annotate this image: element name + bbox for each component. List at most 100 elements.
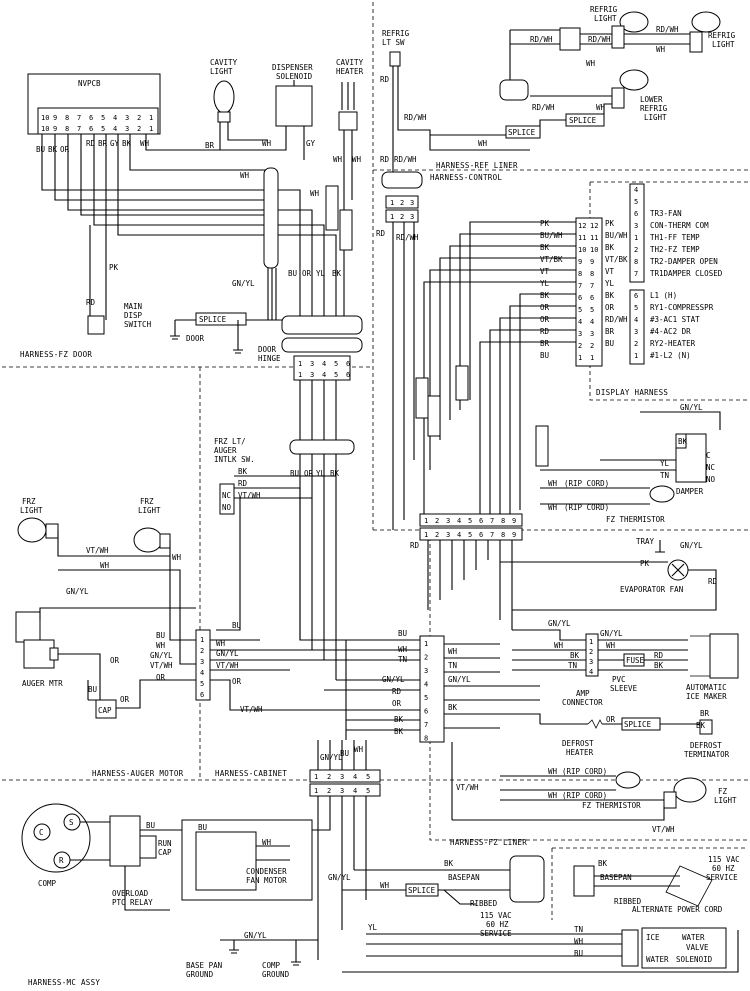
section-label-mc-assy: HARNESS-MC ASSY bbox=[28, 978, 100, 987]
nvpcb-pin-label: 7 bbox=[77, 114, 81, 122]
frz-light-b-label-1: FRZ bbox=[140, 497, 154, 506]
wire-label-or-auger2: OR bbox=[120, 695, 130, 704]
wire-label-or-cab3: OR bbox=[232, 677, 242, 686]
wire-label-or-cab2: OR bbox=[156, 673, 166, 682]
wire-label-bu-auger: BU bbox=[88, 685, 97, 694]
rip-cord-label-2: (RIP CORD) bbox=[564, 503, 609, 512]
wire-label-vtwh-frz: VT/WH bbox=[86, 546, 109, 555]
nvpcb-pin-label: 9 bbox=[53, 114, 57, 122]
conn9-pin-label: 7 bbox=[490, 531, 494, 539]
mc-pin-label: 5 bbox=[366, 773, 370, 781]
control-pin-label: 3 bbox=[590, 330, 594, 338]
conn9-pin-label: 8 bbox=[501, 517, 505, 525]
wire-label-rd: RD bbox=[86, 139, 96, 148]
compressor: C S R COMP bbox=[21, 803, 110, 888]
display-function-label: CON-THERM COM bbox=[650, 221, 709, 230]
lower-refrig-label-2: REFRIG bbox=[640, 104, 668, 113]
cavity-heater: CAVITY HEATER WH WH bbox=[333, 58, 364, 200]
refrig-light-a: REFRIG LIGHT bbox=[590, 5, 649, 49]
wire-label-gnyl-fan: GN/YL bbox=[680, 541, 703, 550]
cab-pin-label: 5 bbox=[200, 680, 204, 688]
display-pin-label: 7 bbox=[634, 270, 638, 278]
wire-label-wh-cf: WH bbox=[262, 838, 272, 847]
comp-r-label: R bbox=[59, 856, 64, 865]
control-wire-label: VT/BK bbox=[540, 255, 563, 264]
pvc-label-2: SLEEVE bbox=[610, 684, 638, 693]
damper-label: DAMPER bbox=[676, 487, 704, 496]
display-function-label: TH1-FF TEMP bbox=[650, 233, 700, 242]
conn8-pin-label: 5 bbox=[424, 694, 428, 702]
display-pin-label: 6 bbox=[634, 210, 638, 218]
wire-label-pk-fan: PK bbox=[640, 559, 650, 568]
wire-label-bu-door: BU bbox=[288, 269, 297, 278]
wire-label-rd-fan: RD bbox=[708, 577, 718, 586]
condenser-fan: BU CONDENSER FAN MOTOR WH bbox=[181, 819, 313, 901]
lower-refrig-light: LOWER REFRIG LIGHT SPLICE SPLICE RD/WH W… bbox=[430, 69, 668, 148]
grounds: GN/YL BASE PAN GROUND COMP GROUND bbox=[186, 931, 318, 979]
door-label: DOOR bbox=[186, 334, 205, 343]
control-pin-label: 5 bbox=[590, 306, 594, 314]
service-cord: SPLICE WH BK BASEPAN RIBBED 115 VAC 60 H… bbox=[342, 855, 545, 938]
hinge-pin-label: 5 bbox=[334, 360, 338, 368]
wire-label-rd-ref: RD bbox=[380, 75, 390, 84]
conn9-pin-label: 4 bbox=[457, 517, 461, 525]
mc-pin-label: 4 bbox=[353, 787, 357, 795]
rip-cord-label-3: (RIP CORD) bbox=[562, 767, 607, 776]
control-pin-label: 12 bbox=[578, 222, 586, 230]
damper-com-label: C bbox=[706, 451, 711, 460]
wire-label-tn-damper: TN bbox=[660, 471, 669, 480]
defrost-heater: SPLICE OR DEFROST HEATER BR BK DEFROST T… bbox=[540, 709, 730, 759]
wire-label-rdwh-ref: RD/WH bbox=[404, 113, 427, 122]
alternate-power-cord: BK BASEPAN RIBBED 115 VAC 60 HZ SERVICE … bbox=[573, 855, 740, 914]
mc-pin-label: 3 bbox=[340, 773, 344, 781]
bulb-icon bbox=[213, 80, 235, 114]
alt-service-label-2: 60 HZ bbox=[712, 864, 735, 873]
nvpcb-pin-label: 5 bbox=[101, 125, 105, 133]
control-pin-label: 7 bbox=[590, 282, 594, 290]
frz-light-b: FRZ LIGHT VT/WH WH WH bbox=[58, 497, 196, 665]
comp-label: COMP bbox=[38, 879, 57, 888]
wire-label-bu-t: BU bbox=[398, 629, 407, 638]
door-hinge-label-1: DOOR bbox=[258, 345, 277, 354]
wire-label-wh-cab2: WH bbox=[156, 641, 166, 650]
fz-thermistor-label-2: FZ THERMISTOR bbox=[582, 801, 641, 810]
section-label-display: DISPLAY HARNESS bbox=[596, 388, 668, 397]
control-right-wire-label: PK bbox=[605, 219, 615, 228]
wire-label-rdwh-l1: RD/WH bbox=[530, 35, 553, 44]
nvpcb-pin-label: 8 bbox=[65, 114, 69, 122]
conn8-pin-label: 4 bbox=[424, 681, 428, 689]
conn8-pin-label: 8 bbox=[424, 735, 428, 743]
wire-label-rd-amp: RD bbox=[654, 651, 664, 660]
nvpcb-pin-label: 5 bbox=[101, 114, 105, 122]
wire-label-wh-t: WH bbox=[398, 645, 408, 654]
conn9-pin-label: 1 bbox=[424, 531, 428, 539]
conn8-pin-label: 6 bbox=[424, 708, 428, 716]
comp-gnd-label-2: GROUND bbox=[262, 970, 290, 979]
ref-pin-label: 2 bbox=[400, 213, 404, 221]
comp-gnd-label-1: COMP bbox=[262, 961, 281, 970]
wire-label-vtwh-fz: VT/WH bbox=[652, 825, 675, 834]
wire-label-bu-cab3: BU bbox=[232, 621, 241, 630]
cavity-light-label-2: LIGHT bbox=[210, 67, 233, 76]
display-function-label: RY2-HEATER bbox=[650, 339, 696, 348]
wire-label-rdwh-c2: RD/WH bbox=[396, 233, 419, 242]
control-pin-label: 8 bbox=[590, 270, 594, 278]
control-wire-label: BU bbox=[540, 351, 549, 360]
bulb-icon bbox=[619, 69, 649, 91]
amp-pin-label: 1 bbox=[589, 638, 593, 646]
wire-label-wh-heater2: WH bbox=[352, 155, 362, 164]
wire-label-vtwh-cab3: VT/WH bbox=[216, 661, 239, 670]
display-function-label: L1 (H) bbox=[650, 291, 677, 300]
control-pin-label: 9 bbox=[590, 258, 594, 266]
wire-label-gnyl-mc: GN/YL bbox=[320, 753, 343, 762]
nvpcb-pin-label: 1 bbox=[149, 114, 153, 122]
wire-label-rd-c: RD bbox=[380, 155, 390, 164]
cavity-light-label-1: CAVITY bbox=[210, 58, 238, 67]
wire-label-wh-amp: WH bbox=[606, 641, 616, 650]
wire-label-rd-sw: RD bbox=[238, 479, 248, 488]
mc-pin-label: 4 bbox=[353, 773, 357, 781]
main-disp-label-2: DISP bbox=[124, 311, 143, 320]
refrig-light-a-label-2: LIGHT bbox=[594, 14, 617, 23]
defrost-heater-label-1: DEFROST bbox=[562, 739, 594, 748]
